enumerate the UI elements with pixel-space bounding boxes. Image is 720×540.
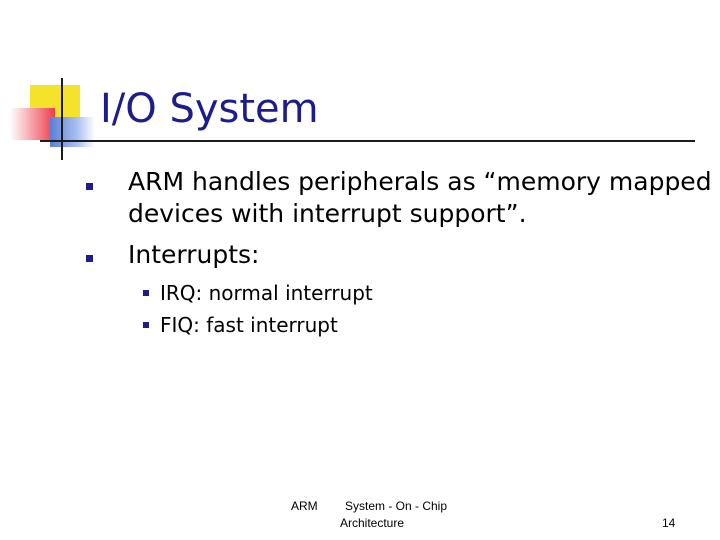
bullet-square-icon <box>86 255 93 262</box>
footer-center-line1: System - On - Chip <box>345 499 448 513</box>
bullet-text-line: ARM handles peripherals as “memory mappe… <box>128 167 712 196</box>
bullet-text-line: devices with interrupt support”. <box>128 199 527 228</box>
page-number: 14 <box>662 516 676 530</box>
decor-red-bar <box>10 108 55 140</box>
decor-blue-bar <box>50 117 95 147</box>
sub-bullet-text: FIQ: fast interrupt <box>160 313 338 337</box>
footer-center-line2: Architecture <box>340 516 405 530</box>
sub-bullet-square-icon <box>143 322 149 328</box>
title-underline <box>40 140 695 142</box>
bullet-square-icon <box>86 183 93 190</box>
sub-bullet-text: IRQ: normal interrupt <box>160 281 373 305</box>
slide-title: I/O System <box>100 86 319 132</box>
bullet-text: Interrupts: <box>128 240 260 269</box>
decor-vertical-line <box>61 78 63 160</box>
sub-bullet-square-icon <box>143 290 149 296</box>
footer-left: ARM <box>291 499 318 513</box>
